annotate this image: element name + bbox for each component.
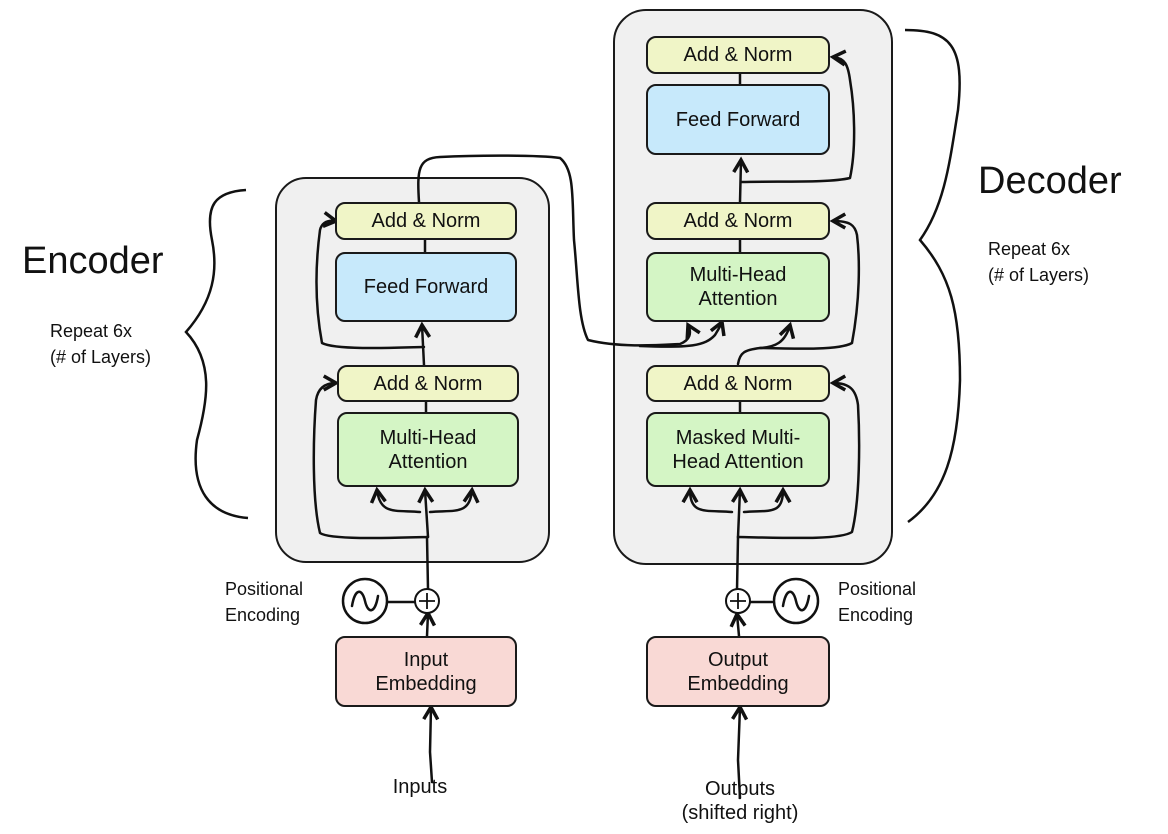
decoder-outputs-label: Outputs (shifted right) [681,778,799,824]
decoder-add-norm-middle: Add & Norm [646,202,830,240]
decoder-repeat-line-2: (# of Layers) [988,265,1090,285]
encoder-qkv-right [428,490,472,514]
encoder-input-embedding: Input Embedding [335,636,517,707]
encoder-sine-wave-icon [341,577,389,625]
encoder-title: Encoder [22,240,164,282]
decoder-qkv-left [690,490,734,514]
decoder-sum-to-stack [735,535,740,592]
decoder-add-norm-top: Add & Norm [646,36,830,74]
decoder-masked-multi-head-attention: Masked Multi- Head Attention [646,412,830,487]
encoder-addnorm-to-ff [422,325,424,367]
encoder-to-decoder [417,154,690,347]
decoder-residual-3 [739,57,856,184]
decoder-title: Decoder [978,160,1122,202]
encoder-sum-to-stack [425,535,430,591]
decoder-qkv-trunk [738,490,740,539]
encoder-to-decoder-k [638,322,722,348]
encoder-inputs-label: Inputs [392,776,448,798]
decoder-feed-forward: Feed Forward [646,84,830,155]
encoder-repeat-line-1: Repeat 6x [50,321,133,341]
decoder-repeat-brace [904,28,962,524]
encoder-add-norm-top: Add & Norm [335,202,517,240]
decoder-embed-to-sum [737,614,739,638]
encoder-embed-to-sum [427,613,428,638]
encoder-repeat-brace [184,188,249,520]
encoder-multi-head-attention: Multi-Head Attention [337,412,519,487]
encoder-qkv-trunk [425,490,428,539]
decoder-sum-node [725,588,751,614]
decoder-residual-1 [736,383,861,540]
decoder-positional-encoding-label: Positional Encoding [838,579,917,626]
decoder-repeat-line-1: Repeat 6x [988,239,1071,259]
decoder-sine-wave-icon [772,577,820,625]
encoder-residual-1 [312,383,430,540]
decoder-residual-2 [758,221,861,350]
encoder-sum-node [414,588,440,614]
decoder-multi-head-attention: Multi-Head Attention [646,252,830,322]
decoder-output-embedding: Output Embedding [646,636,830,707]
encoder-repeat-line-2: (# of Layers) [50,347,152,367]
encoder-residual-2 [315,221,426,350]
encoder-input-arrow [430,707,432,784]
decoder-output-arrow [738,707,740,800]
decoder-qkv-right [742,490,783,514]
decoder-add-norm-bottom: Add & Norm [646,365,830,402]
encoder-feed-forward: Feed Forward [335,252,517,322]
encoder-add-norm-bottom: Add & Norm [337,365,519,402]
encoder-qkv-left [377,490,422,514]
encoder-positional-encoding-label: Positional Encoding [225,579,304,626]
